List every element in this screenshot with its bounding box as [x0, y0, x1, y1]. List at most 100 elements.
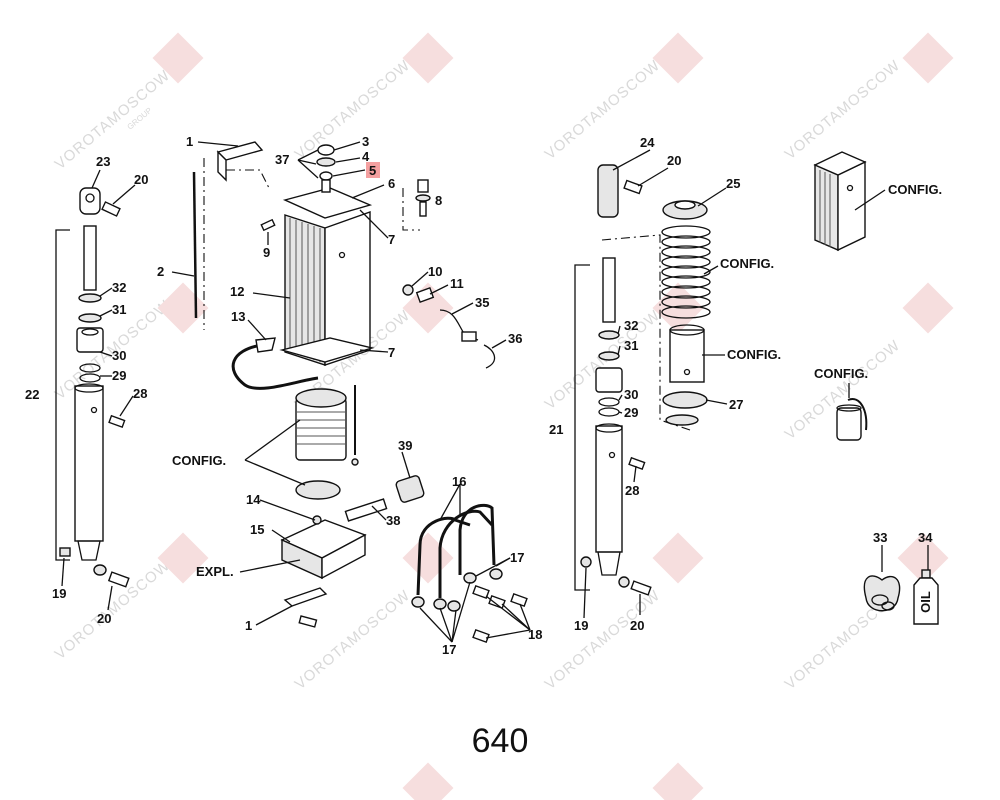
- gland-part: [76, 327, 104, 353]
- highlight-marker: [366, 162, 380, 178]
- capacitor-part: [836, 407, 862, 441]
- callout-35: 35: [475, 295, 489, 310]
- callout-25: 25: [726, 176, 740, 191]
- callout-21: 21: [549, 422, 563, 437]
- callout-20c: 20: [667, 153, 681, 168]
- page-number: 640: [472, 722, 529, 760]
- config-label-motor: CONFIG.: [172, 453, 226, 468]
- callout-28: 28: [133, 386, 147, 401]
- watermark-text: VOROTAMOSCOW: [542, 587, 664, 693]
- callout-31: 31: [112, 302, 126, 317]
- watermark-text: VOROTAMOSCOW: [292, 587, 414, 693]
- valve-spool: [344, 498, 388, 522]
- seal-ring: [78, 313, 102, 323]
- config-label-reservoir: CONFIG.: [888, 182, 942, 197]
- watermark-logo: [152, 32, 204, 84]
- bleed-screw: [108, 414, 126, 429]
- callout-27: 27: [729, 397, 743, 412]
- hose-set: [411, 503, 528, 644]
- fitting-part: [411, 596, 425, 608]
- watermark-text: VOROTAMOSCOW: [52, 67, 174, 173]
- callout-4: 4: [362, 149, 370, 164]
- callout-37: 37: [275, 152, 289, 167]
- callout-20b: 20: [97, 611, 111, 626]
- oil-bottle: [913, 577, 939, 625]
- callout-30: 30: [112, 348, 126, 363]
- oil-label: OIL: [918, 591, 933, 613]
- seal-ring: [78, 293, 102, 303]
- callout-3: 3: [362, 134, 369, 149]
- spring-sleeve: [669, 329, 705, 383]
- washer-part: [93, 564, 107, 576]
- cooling-fins: [289, 218, 321, 362]
- gasket-part: [279, 337, 375, 363]
- cylinder-tube: [595, 425, 623, 553]
- watermark-logo: [897, 532, 949, 584]
- pump-motor-assembly: [192, 141, 496, 628]
- watermark-logo: [652, 32, 704, 84]
- callout-34: 34: [918, 530, 933, 545]
- callout-19b: 19: [574, 618, 588, 633]
- callout-17: 17: [510, 550, 524, 565]
- callout-17b: 17: [442, 642, 456, 657]
- callout-29: 29: [112, 368, 126, 383]
- watermark-logo: [652, 532, 704, 584]
- watermark-logo: [902, 282, 954, 334]
- watermark-logo: [157, 532, 209, 584]
- o-ring: [79, 363, 101, 373]
- gland-part: [595, 367, 623, 393]
- clevis-part: [597, 164, 619, 218]
- reservoir-config: [814, 163, 839, 252]
- callout-16: 16: [452, 474, 466, 489]
- expl-label: EXPL.: [196, 564, 234, 579]
- callout-1b: 1: [245, 618, 252, 633]
- spring-cup: [662, 391, 708, 409]
- callout-31b: 31: [624, 338, 638, 353]
- callout-7: 7: [388, 232, 395, 247]
- callout-30b: 30: [624, 387, 638, 402]
- callout-13: 13: [231, 309, 245, 324]
- callout-19: 19: [52, 586, 66, 601]
- watermark-logo: [652, 762, 704, 800]
- bolt-part: [101, 201, 121, 217]
- callout-32: 32: [112, 280, 126, 295]
- callout-1: 1: [186, 134, 193, 149]
- config-accessories: OIL: [813, 151, 939, 625]
- callout-28b: 28: [625, 483, 639, 498]
- left-cylinder-assembly: [55, 187, 130, 588]
- tank-cover: [282, 187, 373, 219]
- callout-20: 20: [134, 172, 148, 187]
- leader-lines: [61, 141, 728, 643]
- return-spring: [661, 225, 711, 319]
- callout-labels: 1 2 3 4 5 37 6 8 7 9 10 11 12 35 13 36 7…: [25, 134, 942, 657]
- callout-9: 9: [263, 245, 270, 260]
- piston-rod: [83, 225, 97, 291]
- motor-flange: [295, 480, 341, 500]
- cylinder-tube: [74, 385, 104, 542]
- watermark-logo: [902, 32, 954, 84]
- motor-windings: [296, 411, 346, 445]
- config-label-spring: CONFIG.: [720, 256, 774, 271]
- callout-15: 15: [250, 522, 264, 537]
- callout-10: 10: [428, 264, 442, 279]
- right-cylinder-assembly: [574, 164, 711, 596]
- callout-33: 33: [873, 530, 887, 545]
- bushing-part: [59, 547, 71, 557]
- callout-12: 12: [230, 284, 244, 299]
- callout-32b: 32: [624, 318, 638, 333]
- callout-23: 23: [96, 154, 110, 169]
- callout-24: 24: [640, 135, 655, 150]
- callout-20d: 20: [630, 618, 644, 633]
- config-label-capacitor: CONFIG.: [814, 366, 868, 381]
- solenoid-part: [395, 475, 425, 503]
- bolt-part: [107, 571, 130, 588]
- watermark-logo: [402, 532, 454, 584]
- config-label-sleeve: CONFIG.: [727, 347, 781, 362]
- reservoir-fins: [819, 170, 831, 247]
- callout-2: 2: [157, 264, 164, 279]
- callout-38: 38: [386, 513, 400, 528]
- clevis-part: [79, 187, 101, 215]
- callout-8: 8: [435, 193, 442, 208]
- o-ring: [79, 373, 101, 383]
